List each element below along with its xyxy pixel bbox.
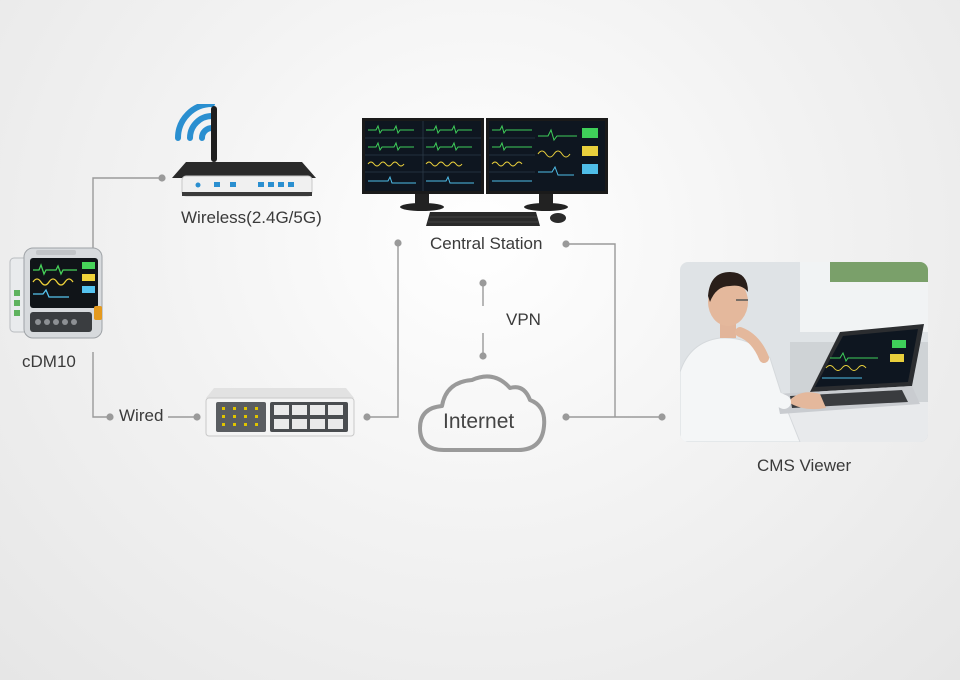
- connector-dot: [479, 279, 487, 287]
- connector-central-cms: [566, 243, 616, 417]
- connector-dot: [106, 413, 114, 421]
- connector-dot: [562, 240, 570, 248]
- keyboard-icon: [426, 212, 540, 226]
- connector-dot: [394, 239, 402, 247]
- mouse-icon: [550, 213, 566, 223]
- router-icon: [172, 104, 316, 197]
- connector-monitor-router: [92, 177, 162, 250]
- connector-dot: [658, 413, 666, 421]
- connector-dot: [562, 413, 570, 421]
- connector-switch-central: [367, 243, 399, 418]
- connector-dot: [479, 352, 487, 360]
- cloud-icon: [418, 374, 547, 452]
- connector-monitor-wired: [92, 352, 110, 418]
- patient-monitor-icon: [9, 247, 103, 339]
- network-switch-icon: [205, 388, 355, 437]
- internet-label: Internet: [443, 410, 515, 433]
- connector-dot: [158, 174, 166, 182]
- monitor-label: cDM10: [22, 352, 76, 371]
- cms-viewer-label: CMS Viewer: [757, 456, 852, 475]
- router-label: Wireless(2.4G/5G): [181, 208, 322, 227]
- laptop-photo-icon: [680, 262, 928, 442]
- connector-dot: [363, 413, 371, 421]
- connector-dot: [193, 413, 201, 421]
- vpn-label: VPN: [506, 310, 541, 329]
- central-station-label: Central Station: [430, 234, 543, 253]
- dual-monitor-icon: [362, 118, 608, 226]
- wifi-icon: [175, 104, 215, 141]
- wired-label: Wired: [119, 406, 164, 425]
